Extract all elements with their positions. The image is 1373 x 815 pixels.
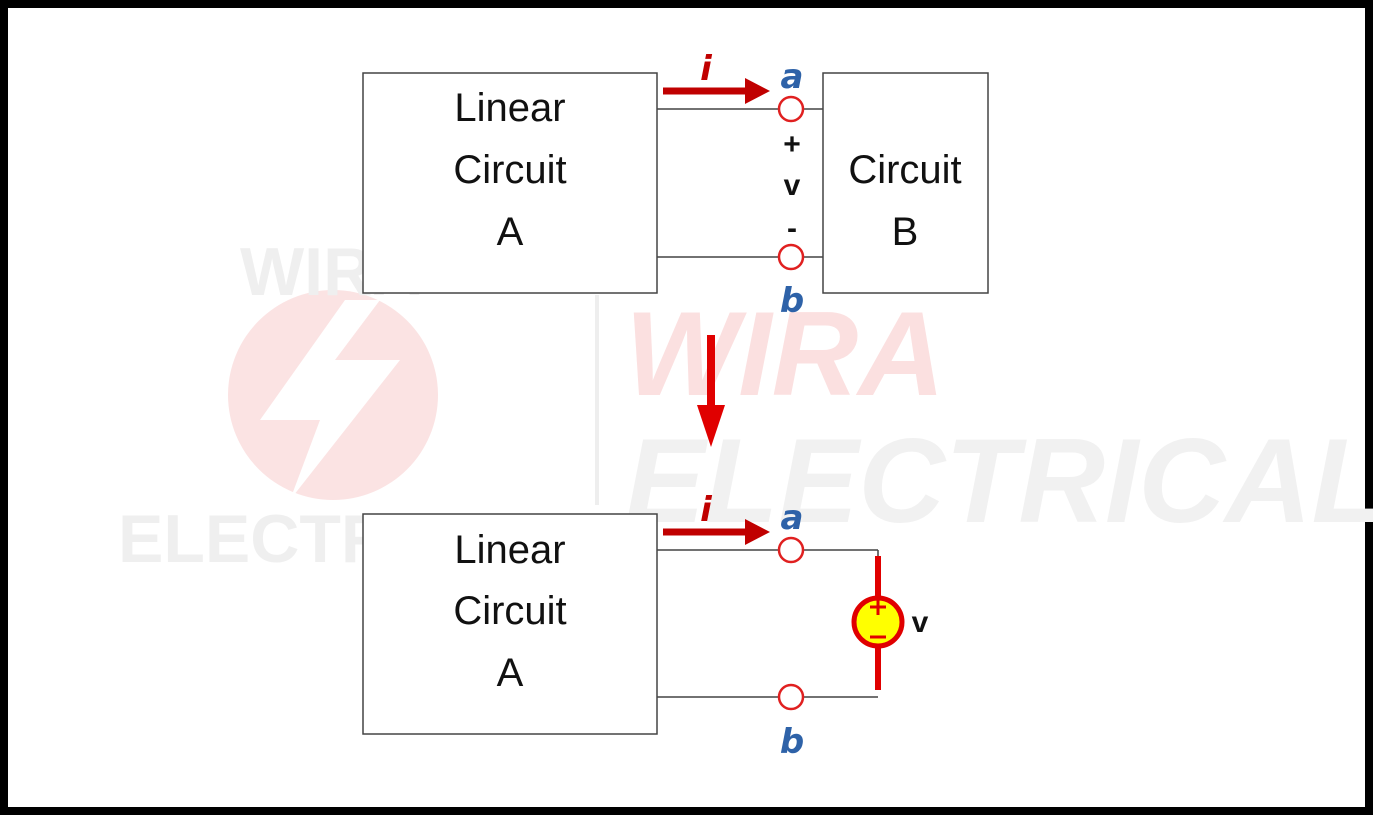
bottom-diagram: Linear Circuit A i a b v bbox=[362, 490, 929, 762]
top-voltage-label: v bbox=[784, 169, 801, 202]
bottom-terminal-a bbox=[777, 536, 805, 564]
top-terminal-b bbox=[777, 243, 805, 271]
top-circuit-b-line1: Circuit bbox=[848, 148, 961, 192]
top-circuit-a-line1: Linear bbox=[454, 86, 565, 130]
top-current-arrow-head bbox=[745, 78, 770, 104]
bottom-terminal-a-label: a bbox=[781, 498, 804, 538]
top-plus-sign: + bbox=[783, 128, 801, 161]
bottom-current-label: i bbox=[700, 490, 713, 530]
top-circuit-b-box bbox=[822, 72, 989, 294]
voltage-source-icon bbox=[851, 595, 905, 649]
bottom-terminal-b bbox=[777, 683, 805, 711]
top-terminal-a-label: a bbox=[781, 57, 804, 97]
voltage-source-label: v bbox=[912, 606, 929, 639]
top-terminal-a bbox=[777, 95, 805, 123]
bottom-current-arrow-head bbox=[745, 519, 770, 545]
top-linear-circuit-a-box bbox=[362, 72, 658, 294]
bottom-circuit-a-line2: Circuit bbox=[453, 589, 566, 633]
bottom-linear-circuit-a-box bbox=[362, 513, 658, 735]
top-circuit-b-line2: B bbox=[892, 210, 919, 254]
watermark-brand-bottom: ELECTRICAL bbox=[625, 414, 1373, 548]
top-minus-sign: - bbox=[787, 212, 797, 245]
transition-arrow-head bbox=[697, 405, 725, 447]
watermark-brand-top: WIRA bbox=[625, 287, 945, 421]
top-diagram: Linear Circuit A Circuit B i a b + v - bbox=[362, 49, 989, 321]
top-terminal-b-label: b bbox=[780, 281, 804, 321]
watermark: WIRA ELECTRICAL WIRA ELECTRICAL bbox=[118, 234, 1373, 577]
bottom-circuit-a-line1: Linear bbox=[454, 528, 565, 572]
transition-arrow bbox=[697, 335, 725, 447]
watermark-bolt-icon bbox=[260, 300, 400, 500]
top-circuit-a-line3: A bbox=[497, 210, 524, 254]
bottom-circuit-a-line3: A bbox=[497, 651, 524, 695]
bottom-terminal-b-label: b bbox=[780, 722, 804, 762]
top-circuit-a-line2: Circuit bbox=[453, 148, 566, 192]
top-current-label: i bbox=[700, 49, 713, 89]
